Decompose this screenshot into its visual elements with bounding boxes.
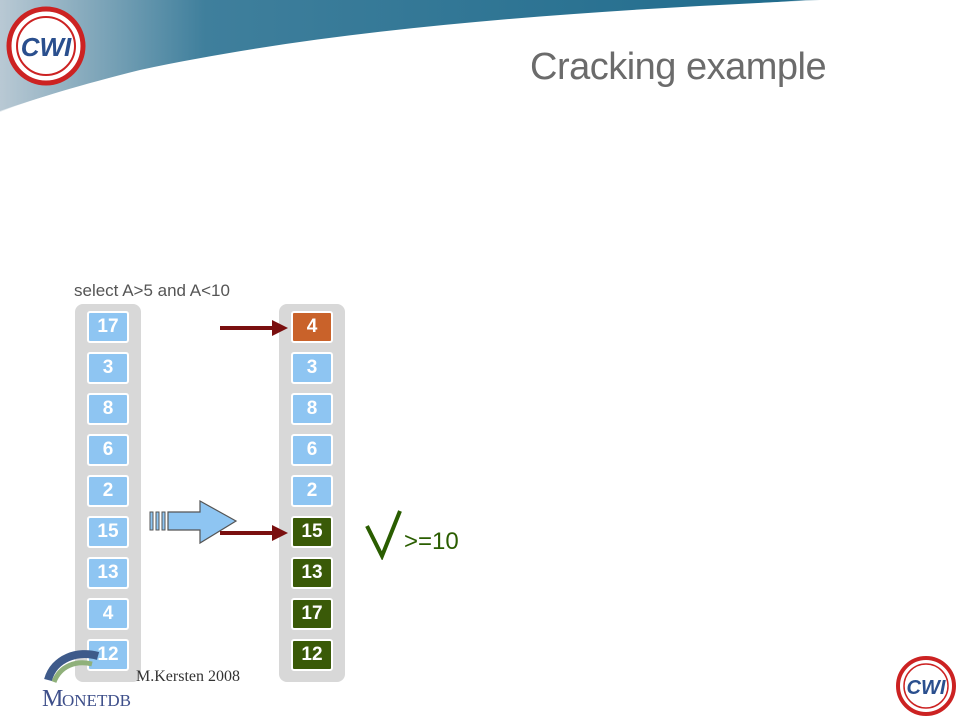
cracked-cell: 2 (291, 475, 333, 507)
cwi-logo-bottom: CWI (896, 656, 956, 716)
check-icon (365, 510, 402, 560)
original-cell: 15 (87, 516, 129, 548)
query-text: select A>5 and A<10 (74, 281, 230, 300)
original-cell: 4 (87, 598, 129, 630)
cracked-cell: 8 (291, 393, 333, 425)
original-cell: 8 (87, 393, 129, 425)
cracked-cell: 12 (291, 639, 333, 671)
transform-arrow (149, 499, 238, 545)
original-cell: 6 (87, 434, 129, 466)
cracked-cell: 4 (291, 311, 333, 343)
monetdb-logo: M ONETDB (42, 650, 131, 710)
svg-text:CWI: CWI (21, 32, 72, 62)
slide-title: Cracking example (530, 46, 827, 88)
cwi-logo-top: CWI (6, 6, 86, 86)
range-label: >=10 (404, 528, 459, 555)
footer-author: M.Kersten 2008 (136, 668, 240, 685)
original-cell: 3 (87, 352, 129, 384)
cracked-cell: 15 (291, 516, 333, 548)
lower-bound-arrow (220, 320, 288, 336)
original-cell: 2 (87, 475, 129, 507)
upper-bound-arrow (220, 525, 288, 541)
original-cell: 13 (87, 557, 129, 589)
original-cell: 17 (87, 311, 129, 343)
cracked-cell: 13 (291, 557, 333, 589)
cracked-cell: 3 (291, 352, 333, 384)
cracked-cell: 6 (291, 434, 333, 466)
header-banner (0, 0, 821, 113)
svg-text:ONETDB: ONETDB (62, 691, 131, 710)
svg-text:CWI: CWI (907, 677, 946, 699)
svg-text:M: M (42, 686, 63, 710)
cracked-cell: 17 (291, 598, 333, 630)
